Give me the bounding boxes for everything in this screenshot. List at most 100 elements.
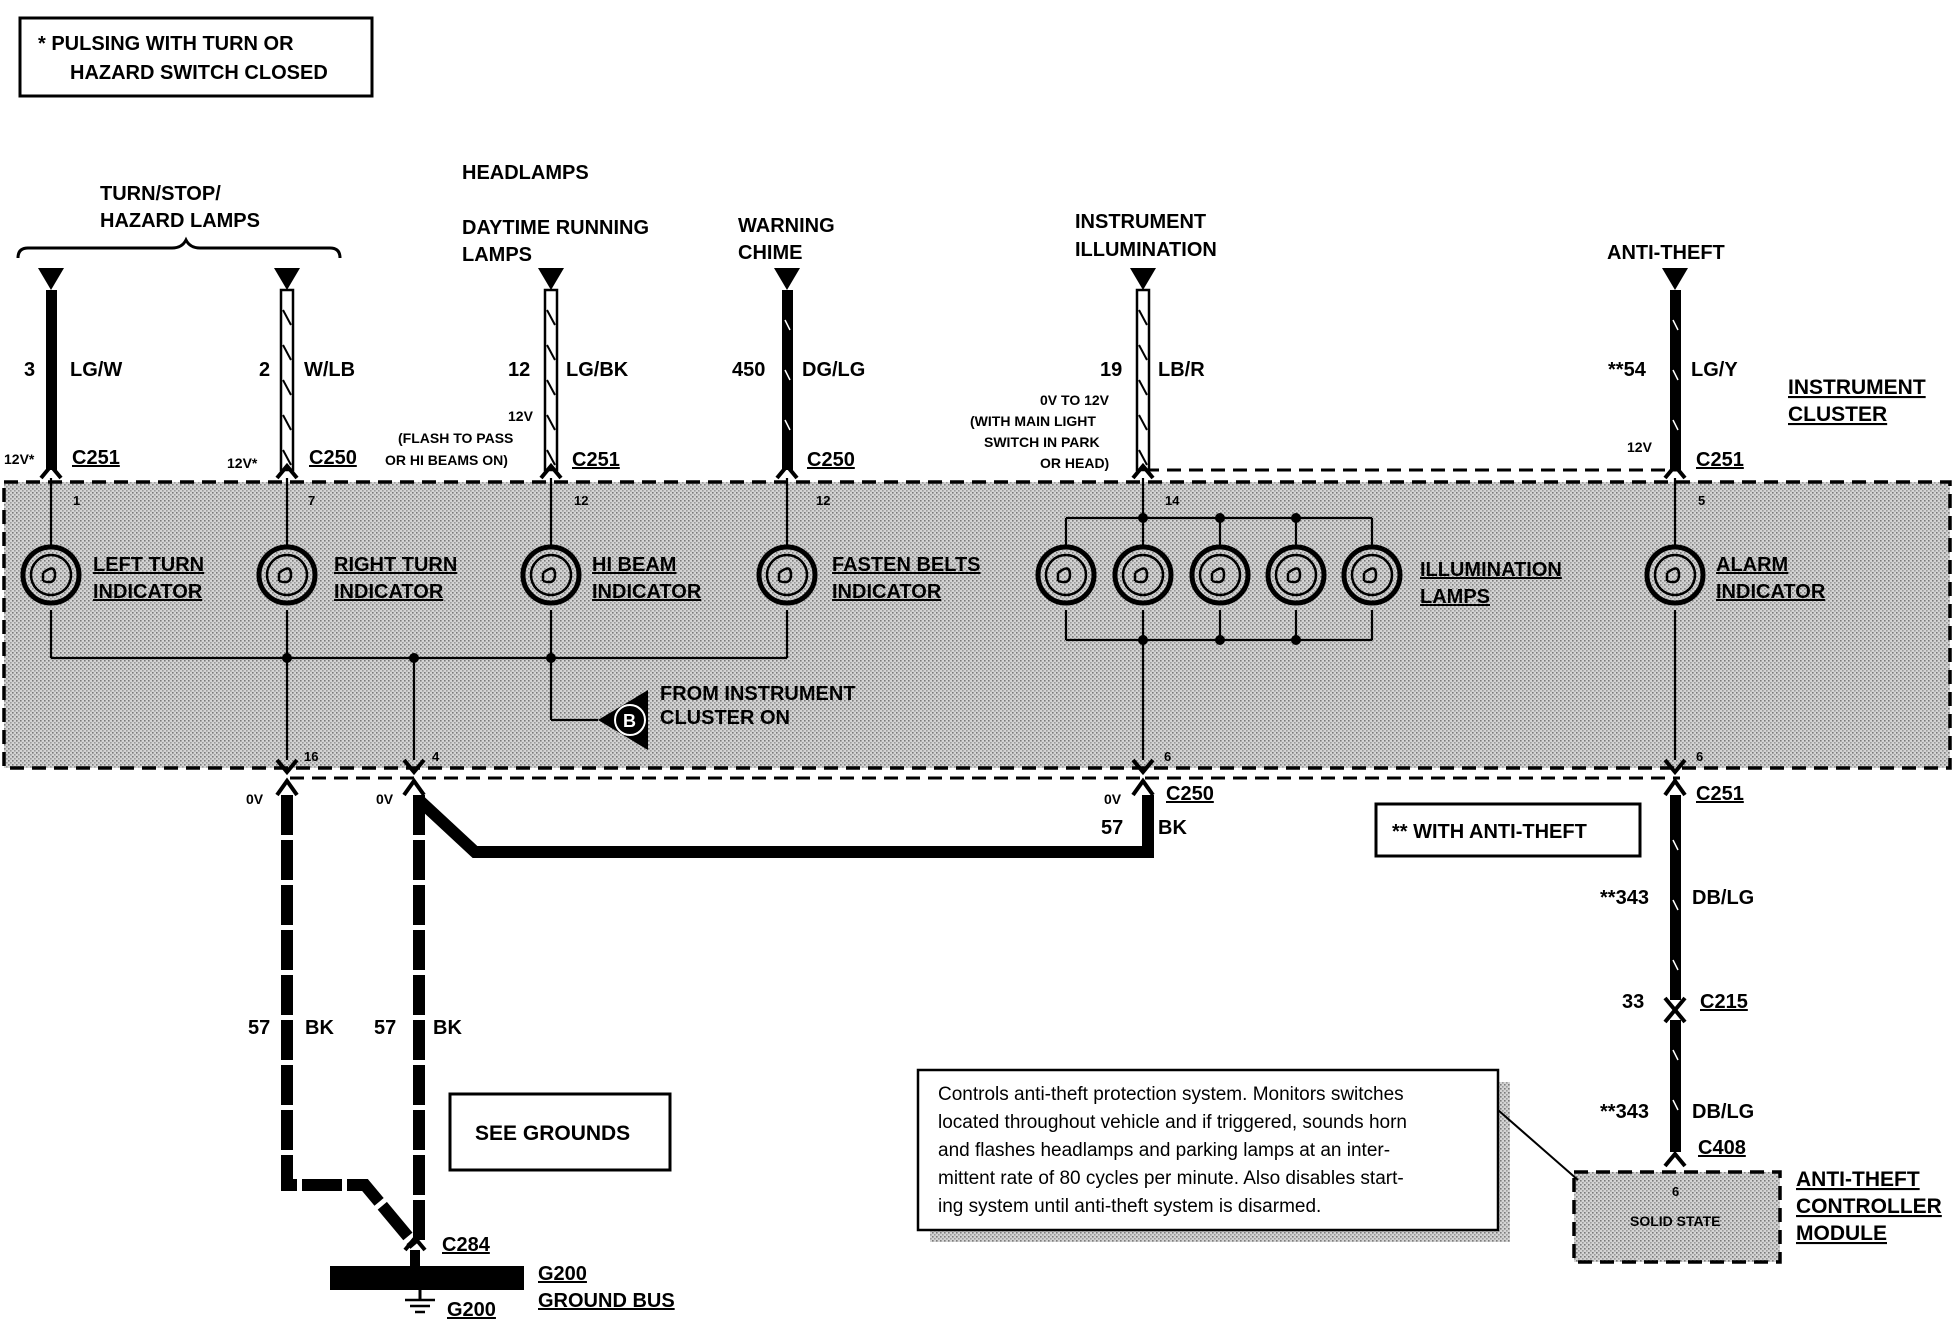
w3-color: LG/BK [566,359,629,381]
pin-6-a: 6 [1164,749,1171,764]
right-turn-label-1: RIGHT TURN [334,554,457,576]
wire-w-lb [279,288,295,472]
at3-color: DB/LG [1692,1101,1754,1123]
c251-b: C251 [572,449,620,471]
illum-label-1: INSTRUMENT [1075,211,1206,233]
turn-lamps-label-1: TURN/STOP/ [100,183,221,205]
ground-bus-name: GROUND BUS [538,1290,675,1312]
w5-color: LB/R [1158,359,1205,381]
module-pin: 6 [1672,1184,1679,1199]
at1-color: DB/LG [1692,887,1754,909]
antitheft-source-label: ANTI-THEFT [1607,242,1725,264]
antitheft-section: ** WITH ANTI-THEFT C251 **343 DB/LG 33 C… [916,783,1942,1264]
legend-line-1: * PULSING WITH TURN OR [38,33,294,55]
source-arrow-3 [538,268,564,290]
desc-line-2: located throughout vehicle and if trigge… [938,1112,1407,1133]
cluster-title-2: CLUSTER [1788,403,1887,426]
c251-d: C251 [1696,783,1744,805]
c251-a: C251 [72,447,120,469]
module-name-2: CONTROLLER [1796,1195,1942,1218]
v3-line3: OR HI BEAMS ON) [385,452,508,468]
c408-label: C408 [1698,1137,1746,1159]
v5-line3: SWITCH IN PARK [984,434,1100,450]
top-connector-labels: C251 C250 C251 C250 C251 [72,447,1744,471]
ground-wiring: 0V 0V 0V C250 57 BK 57 BK 57 BK C284 G20… [246,776,1687,1321]
fasten-belts-label-1: FASTEN BELTS [832,554,981,576]
source-arrow-1 [38,268,64,290]
w3-circuit: 12 [508,359,530,381]
antitheft-note: ** WITH ANTI-THEFT [1392,821,1587,843]
turn-lamps-brace [16,236,342,259]
ground-wire-left [281,795,420,1249]
input-wire-labels: 3 LG/W 2 W/LB 12 LG/BK 450 DG/LG 19 LB/R… [24,359,1738,381]
alarm-label-2: INDICATOR [1716,581,1826,603]
from-cluster-1: FROM INSTRUMENT [660,683,856,705]
at1-circuit: **343 [1600,887,1649,909]
v3-line1: 12V [508,408,534,424]
voltage-labels: 12V* 12V* 12V (FLASH TO PASS OR HI BEAMS… [4,392,1653,471]
ground-bus-id: G200 [538,1263,587,1285]
v1: 12V* [4,451,35,467]
see-grounds-label: SEE GROUNDS [475,1122,630,1145]
drl-label-2: LAMPS [462,244,532,266]
turn-lamps-label-2: HAZARD LAMPS [100,210,260,232]
desc-line-5: ing system until anti-theft system is di… [938,1196,1321,1217]
illum-label-2: ILLUMINATION [1075,239,1217,261]
chime-label-2: CHIME [738,242,802,264]
source-arrow-4 [774,268,800,290]
pin-12-b: 12 [816,493,830,508]
illumination-label-1: ILLUMINATION [1420,559,1562,581]
pin-14: 14 [1165,493,1180,508]
antitheft-note-box [1374,802,1642,858]
instrument-cluster: INSTRUMENT CLUSTER [2,376,1952,776]
pin-4: 4 [432,749,440,764]
v2: 12V* [227,455,258,471]
pin-12-a: 12 [574,493,588,508]
drl-label-1: DAYTIME RUNNING [462,217,649,239]
wire-lg-y [1670,290,1681,470]
w5-circuit: 19 [1100,359,1122,381]
w1-circuit: 3 [24,359,35,381]
w6-color: LG/Y [1691,359,1738,381]
left-turn-label-1: LEFT TURN [93,554,204,576]
w1-color: LG/W [70,359,122,381]
desc-line-3: and flashes headlamps and parking lamps … [938,1140,1390,1161]
module-name-1: ANTI-THEFT [1796,1168,1920,1191]
antitheft-module-box [1572,1170,1782,1264]
see-grounds-box [448,1092,672,1172]
branch-circuit: 57 [1101,817,1123,839]
cluster-boundary [2,480,1952,770]
wire-lb-r [1135,288,1151,472]
pin-6-b: 6 [1696,749,1703,764]
desc-line-1: Controls anti-theft protection system. M… [938,1084,1404,1105]
right-turn-label-2: INDICATOR [334,581,444,603]
w2-circuit: 2 [259,359,270,381]
fasten-belts-label-2: INDICATOR [832,581,942,603]
c250-b: C250 [807,449,855,471]
headlamps-label: HEADLAMPS [462,162,589,184]
pin-5: 5 [1698,493,1705,508]
w4-color: DG/LG [802,359,865,381]
zero-volt-3: 0V [1104,791,1122,807]
ground-symbol [405,1298,435,1314]
w6-circuit: **54 [1608,359,1647,381]
at-wire-upper [1670,795,1681,1000]
chime-label-1: WARNING [738,215,835,237]
v6: 12V [1627,439,1653,455]
hi-beam-label-1: HI BEAM [592,554,676,576]
module-name-3: MODULE [1796,1222,1887,1245]
source-labels: TURN/STOP/ HAZARD LAMPS HEADLAMPS DAYTIM… [16,162,1725,266]
at3-circuit: **343 [1600,1101,1649,1123]
pin-16: 16 [304,749,318,764]
illumination-label-2: LAMPS [1420,586,1490,608]
wire-lg-w [46,290,57,470]
c284-label: C284 [442,1234,491,1256]
pin-7: 7 [308,493,315,508]
wire-lg-bk [543,288,559,472]
ground-id: G200 [447,1299,496,1321]
source-arrow-5 [1130,268,1156,290]
at2-circuit: 33 [1622,991,1644,1013]
wire-dg-lg [782,290,793,470]
c215-label: C215 [1700,991,1748,1013]
